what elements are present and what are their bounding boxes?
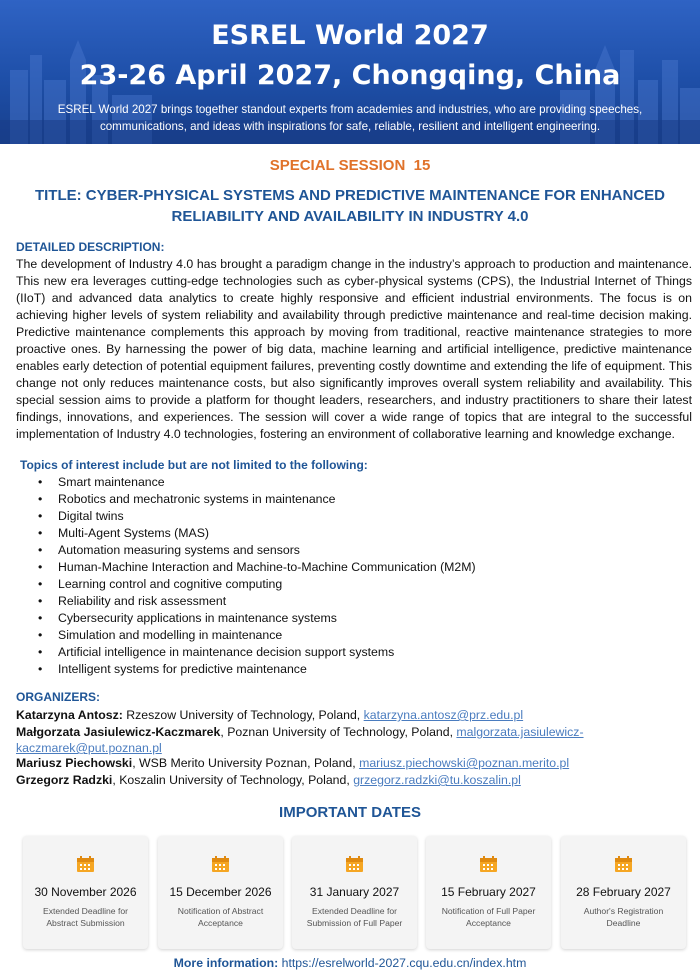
organizer-entry: Katarzyna Antosz: Rzeszow University of … [16,707,692,723]
organizer-affiliation: , Koszalin University of Technology, Pol… [112,773,354,787]
date-value: 15 December 2026 [169,885,272,899]
list-item: Smart maintenance [38,474,476,491]
organizer-email-link[interactable]: malgorzata.jasiulewicz-kaczmarek@put.poz… [16,725,584,755]
calendar-icon [77,856,94,872]
list-item: Digital twins [38,508,476,525]
organizers-heading: ORGANIZERS: [16,690,100,704]
date-card: 15 February 2027 Notification of Full Pa… [426,836,551,949]
list-item: Simulation and modelling in maintenance [38,627,476,644]
description-text: The development of Industry 4.0 has brou… [16,257,692,441]
date-card: 15 December 2026 Notification of Abstrac… [158,836,283,949]
date-card: 30 November 2026 Extended Deadline for A… [23,836,148,949]
organizer-entry: Grzegorz Radzki, Koszalin University of … [16,772,692,788]
date-value: 31 January 2027 [309,885,400,899]
list-item: Intelligent systems for predictive maint… [38,661,476,678]
organizer-affiliation: , Poznan University of Technology, Polan… [220,725,457,739]
organizer-affiliation: Rzeszow University of Technology, Poland… [122,708,364,722]
list-item: Cybersecurity applications in maintenanc… [38,610,476,627]
calendar-icon [212,856,229,872]
date-value: 15 February 2027 [441,885,536,899]
calendar-icon [480,856,497,872]
date-value: 28 February 2027 [576,885,671,899]
description-heading: DETAILED DESCRIPTION: [16,240,165,254]
date-description: Author's Registration Deadline [583,906,664,928]
list-item: Automation measuring systems and sensors [38,542,476,559]
list-item: Learning control and cognitive computing [38,576,476,593]
list-item: Artificial intelligence in maintenance d… [38,644,476,661]
important-dates-heading: IMPORTANT DATES [279,804,421,821]
more-information: More information: https://esrelworld-202… [0,956,700,970]
list-item: Human-Machine Interaction and Machine-to… [38,559,476,576]
calendar-icon [615,856,632,872]
event-title: ESREL World 2027 [211,20,489,51]
session-number: SPECIAL SESSION 15 [269,157,431,174]
more-information-link[interactable]: https://esrelworld-2027.cqu.edu.cn/index… [278,956,527,970]
session-title-line: RELIABILITY AND AVAILABILITY IN INDUSTRY… [171,208,529,225]
organizer-affiliation: , WSB Merito University Poznan, Poland, [132,756,360,770]
organizer-name: Katarzyna Antosz: [16,708,123,722]
organizer-entry: Mariusz Piechowski, WSB Merito Universit… [16,755,692,771]
header-banner: ESREL World 2027 23-26 April 2027, Chong… [0,0,700,144]
organizer-name: Grzegorz Radzki [16,773,113,787]
more-information-label: More information: [173,956,279,970]
list-item: Multi-Agent Systems (MAS) [38,525,476,542]
date-card: 28 February 2027 Author's Registration D… [561,836,686,949]
event-date-location: 23-26 April 2027, Chongqing, China [79,60,621,91]
organizer-email-link[interactable]: katarzyna.antosz@prz.edu.pl [363,708,524,722]
session-title: TITLE: CYBER-PHYSICAL SYSTEMS AND PREDIC… [20,185,680,227]
organizer-email-link[interactable]: grzegorz.radzki@tu.koszalin.pl [353,773,521,787]
banner-description-line: ESREL World 2027 brings together standou… [57,103,643,116]
date-description: Notification of Full Paper Acceptance [441,906,536,928]
session-title-line: TITLE: CYBER-PHYSICAL SYSTEMS AND PREDIC… [34,187,666,204]
organizer-name: Małgorzata Jasiulewicz-Kaczmarek [16,725,221,739]
date-description: Notification of Abstract Acceptance [177,906,264,928]
list-item: Robotics and mechatronic systems in main… [38,491,476,508]
banner-description-line: communications, and ideas with inspirati… [99,120,601,133]
organizer-email-link[interactable]: mariusz.piechowski@poznan.merito.pl [359,756,570,770]
city-skyline-image [0,40,700,144]
organizer-entry: Małgorzata Jasiulewicz-Kaczmarek, Poznan… [16,724,692,756]
banner-description: ESREL World 2027 brings together standou… [10,101,690,135]
topics-heading: Topics of interest include but are not l… [20,458,368,472]
topics-list: Smart maintenance Robotics and mechatron… [38,474,476,678]
date-value: 30 November 2026 [34,885,137,899]
date-description: Extended Deadline for Submission of Full… [306,906,403,928]
list-item: Reliability and risk assessment [38,593,476,610]
organizer-name: Mariusz Piechowski [16,756,133,770]
date-description: Extended Deadline for Abstract Submissio… [42,906,129,928]
calendar-icon [346,856,363,872]
date-card: 31 January 2027 Extended Deadline for Su… [292,836,417,949]
